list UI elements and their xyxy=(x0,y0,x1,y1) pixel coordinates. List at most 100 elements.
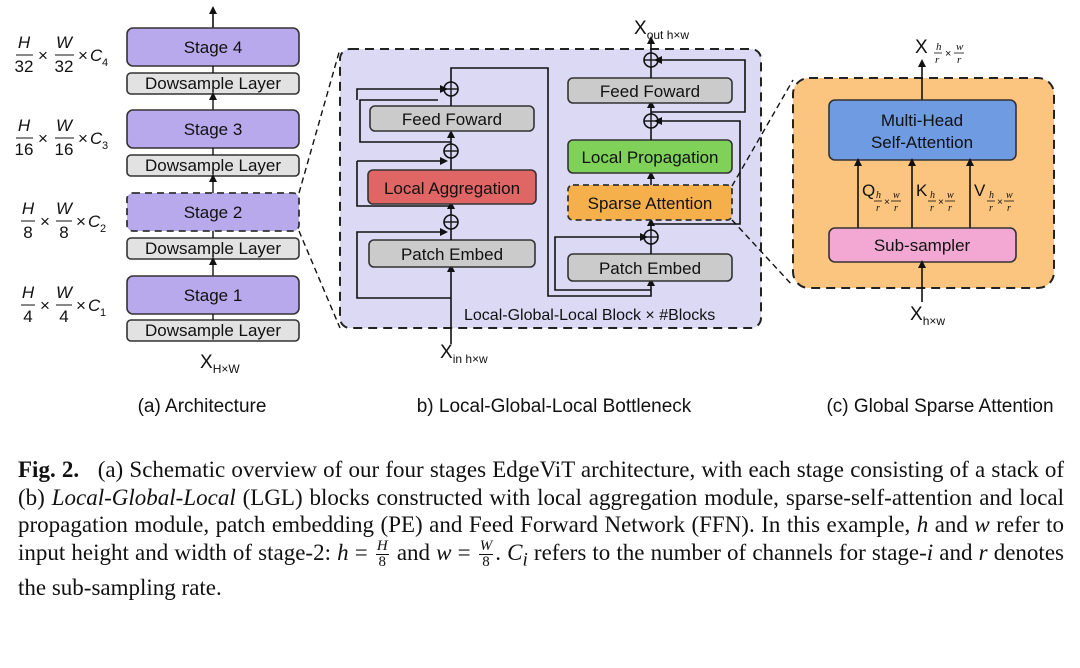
svg-text:H: H xyxy=(18,33,31,52)
svg-text:r: r xyxy=(935,54,940,66)
multi-head-self-attention xyxy=(828,99,1017,161)
downsample-layer-4-label: Dowsample Layer xyxy=(145,74,281,93)
stage-1-label: Stage 1 xyxy=(184,286,243,305)
svg-text:×: × xyxy=(78,129,88,148)
caption-text-1: (a) Schematic overview of our four stage… xyxy=(18,457,1064,510)
svg-text:W: W xyxy=(56,199,74,218)
svg-text:r: r xyxy=(989,203,993,214)
q-label: Q h r × w r xyxy=(862,181,901,214)
caption-var-c: C xyxy=(507,539,523,565)
stage-3-label: Stage 3 xyxy=(184,120,243,139)
svg-text:×: × xyxy=(40,296,50,315)
figure-number: Fig. 2. xyxy=(18,457,80,482)
svg-text:r: r xyxy=(894,203,898,214)
panel-c-output: X h r × w r xyxy=(915,37,964,66)
stage-2-box xyxy=(126,192,300,232)
caption-text-4: refers to the number of channels for sta… xyxy=(527,539,927,565)
svg-text:C: C xyxy=(90,46,103,65)
svg-text:H: H xyxy=(22,283,35,302)
global-feed-forward-label: Feed Foward xyxy=(600,82,700,101)
downsample-layer-3-label: Dowsample Layer xyxy=(145,156,281,175)
local-feed-forward-label: Feed Foward xyxy=(402,110,502,129)
caption-text-5: and xyxy=(933,539,979,565)
mhsa-label-line-2: Self-Attention xyxy=(871,133,973,152)
local-propagation xyxy=(567,139,733,174)
svg-text:×: × xyxy=(938,197,944,208)
svg-text:16: 16 xyxy=(15,140,34,159)
sparse-attention-label: Sparse Attention xyxy=(588,194,713,213)
downsample-layer-1-label: Dowsample Layer xyxy=(145,321,281,340)
sub-sampler-label: Sub-sampler xyxy=(874,236,971,255)
panel-b-output: Xout h×w xyxy=(634,18,689,42)
caption-and: and xyxy=(928,512,975,537)
svg-text:C: C xyxy=(88,212,101,231)
svg-text:r: r xyxy=(948,203,952,214)
global-patch-embed xyxy=(567,253,733,282)
panel-a-input: XH×W xyxy=(200,352,240,376)
local-aggregation xyxy=(367,169,537,205)
panel-c-global-sparse-attention: X h r × w r Multi-Head Self-Attention Q … xyxy=(792,37,1055,417)
caption-text-2: (LGL) blocks constructed with local aggr… xyxy=(18,484,1064,538)
svg-text:×: × xyxy=(945,48,951,60)
stage-4-label: Stage 4 xyxy=(184,38,243,57)
mhsa-label-line-1: Multi-Head xyxy=(881,111,963,130)
svg-text:W: W xyxy=(56,33,74,52)
stage-2-label: Stage 2 xyxy=(184,203,243,222)
caption-text-3: refer to input height and width of stage… xyxy=(18,512,1064,565)
svg-text:w: w xyxy=(947,190,954,201)
svg-text:H: H xyxy=(22,199,35,218)
sparse-attention xyxy=(567,184,733,221)
svg-text:×: × xyxy=(38,129,48,148)
lgl-block-label: Local-Global-Local Block × #Blocks xyxy=(464,307,715,324)
downsample-layer-2-label: Dowsample Layer xyxy=(145,239,281,258)
svg-text:r: r xyxy=(876,203,880,214)
caption-var-i: i xyxy=(926,539,934,565)
svg-text:r: r xyxy=(1007,203,1011,214)
svg-text:4: 4 xyxy=(59,307,68,326)
local-patch-embed-label: Patch Embed xyxy=(401,245,503,264)
svg-text:×: × xyxy=(997,197,1003,208)
panel-a-caption: (a) Architecture xyxy=(138,396,267,417)
k-label: K h r × w r xyxy=(916,181,955,214)
svg-text:H: H xyxy=(18,116,31,135)
svg-text:K: K xyxy=(916,181,928,200)
svg-text:h: h xyxy=(876,190,881,201)
svg-text:w: w xyxy=(956,41,964,53)
svg-text:W: W xyxy=(56,116,74,135)
local-patch-embed xyxy=(368,239,536,268)
svg-text:×: × xyxy=(40,212,50,231)
figure-caption: Fig. 2. (a) Schematic overview of our fo… xyxy=(18,457,1064,600)
svg-text:1: 1 xyxy=(100,307,106,319)
caption-var-w: w xyxy=(974,512,990,537)
svg-text:w: w xyxy=(1006,190,1013,201)
svg-text:3: 3 xyxy=(102,140,108,152)
svg-text:4: 4 xyxy=(23,307,32,326)
panel-a-architecture: Stage 4 Dowsample Layer Stage 3 Dowsampl… xyxy=(15,6,300,417)
global-patch-embed-label: Patch Embed xyxy=(599,259,701,278)
svg-text:32: 32 xyxy=(15,57,34,76)
svg-text:8: 8 xyxy=(23,223,32,242)
svg-text:C: C xyxy=(88,296,101,315)
caption-text-6: denotes the sub-sampling rate. xyxy=(18,539,1064,600)
caption-italic-lgl: Local-Global-Local xyxy=(51,484,236,510)
svg-text:×: × xyxy=(78,46,88,65)
svg-text:×: × xyxy=(76,212,86,231)
panel-c-caption: (c) Global Sparse Attention xyxy=(826,396,1053,417)
svg-text:r: r xyxy=(930,203,934,214)
svg-text:×: × xyxy=(884,197,890,208)
svg-text:8: 8 xyxy=(59,223,68,242)
svg-text:h: h xyxy=(989,190,994,201)
local-propagation-label: Local Propagation xyxy=(581,148,718,167)
svg-text:32: 32 xyxy=(55,57,74,76)
svg-text:X: X xyxy=(915,37,928,58)
panel-b-lgl-bottleneck: Xin h×w Patch Embed Local Aggregation Fe… xyxy=(339,18,762,417)
svg-text:×: × xyxy=(76,296,86,315)
local-feed-forward xyxy=(369,105,535,132)
svg-text:h: h xyxy=(930,190,935,201)
